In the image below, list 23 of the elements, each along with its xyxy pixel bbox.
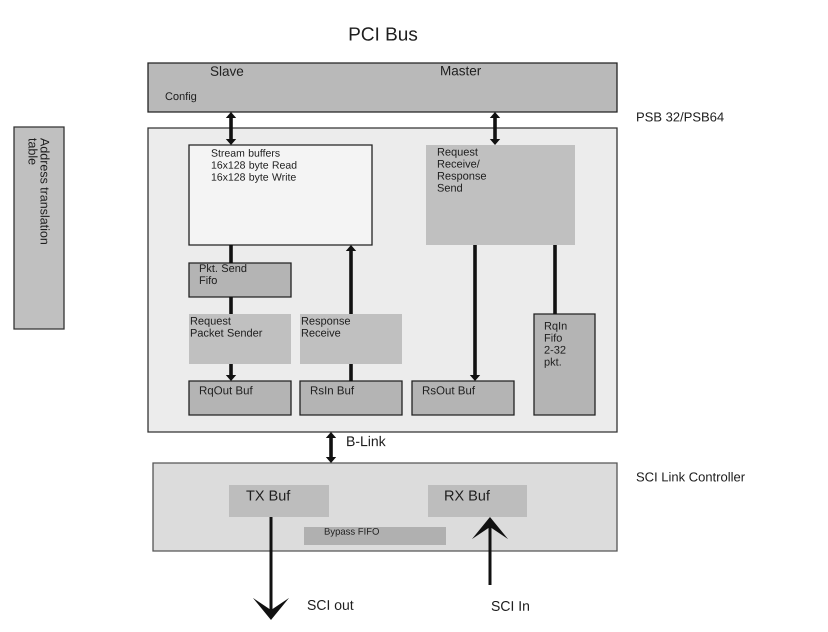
buffer-box: Stream buffers 16x128 byte Read 16x128 byte Write xyxy=(188,144,373,246)
edge-label: SCI out xyxy=(306,599,355,611)
arrow xyxy=(226,112,236,145)
edge-label: B-Link xyxy=(345,434,387,448)
fifo-box: RqIn Fifo 2-32 pkt. xyxy=(533,313,596,416)
block-box: Request Receive/ Response Send xyxy=(426,145,575,245)
arrow xyxy=(490,112,500,145)
buffer-box: RqOut Buf xyxy=(188,380,292,416)
arrow xyxy=(326,432,336,463)
table-box: Address translation table xyxy=(13,126,65,330)
title: PCI Bus xyxy=(350,27,418,41)
buffer-box: TX Buf xyxy=(229,485,329,517)
fifo-box: Bypass FIFO xyxy=(304,527,446,545)
block-box: Request Packet Sender xyxy=(189,314,291,364)
buffer-box: RsOut Buf xyxy=(411,380,515,416)
block-label: PSB 32/PSB64 xyxy=(637,112,724,122)
edge-label: SCI In xyxy=(490,600,531,612)
fifo-box: Pkt. Send Fifo xyxy=(188,262,292,298)
buffer-box: RsIn Buf xyxy=(299,380,403,416)
buffer-box: RX Buf xyxy=(428,485,527,517)
block-box: Response Receive xyxy=(300,314,402,364)
bus-box: Slave Master Config xyxy=(147,62,618,113)
block-label: SCI Link Controller xyxy=(636,472,745,482)
